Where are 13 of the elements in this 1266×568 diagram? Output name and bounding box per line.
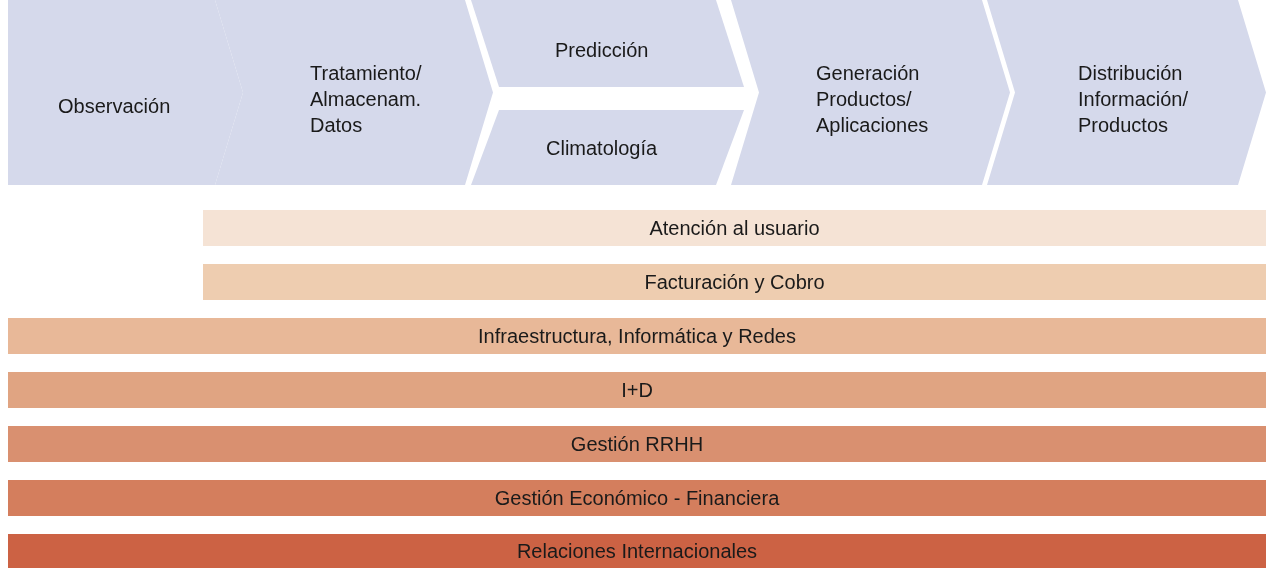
activity-band: Gestión RRHH <box>8 426 1266 462</box>
activity-band: Gestión Económico - Financiera <box>8 480 1266 516</box>
activity-band: Facturación y Cobro <box>203 264 1266 300</box>
step-label: Tratamiento/ Almacenam. Datos <box>310 61 423 138</box>
activity-band: Relaciones Internacionales <box>8 534 1266 568</box>
step-label: Distribución Información/ Productos <box>1078 61 1190 138</box>
step-label: Predicción <box>555 38 650 63</box>
activity-band: Infraestructura, Informática y Redes <box>8 318 1266 354</box>
step-label: Climatología <box>546 136 659 161</box>
activity-band: I+D <box>8 372 1266 408</box>
step-label: Observación <box>58 94 172 119</box>
step-label: Generación Productos/ Aplicaciones <box>816 61 930 138</box>
activity-band: Atención al usuario <box>203 210 1266 246</box>
